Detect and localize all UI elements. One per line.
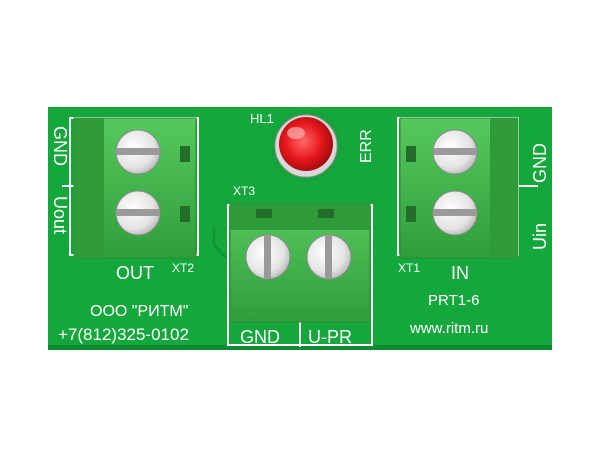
pcb-trace bbox=[212, 228, 228, 260]
terminal-block-in bbox=[399, 117, 519, 259]
phone-label: +7(812)325-0102 bbox=[58, 325, 189, 344]
out-label: OUT bbox=[116, 263, 154, 283]
screw-in-1[interactable] bbox=[432, 129, 478, 175]
screw-out-1[interactable] bbox=[115, 129, 161, 175]
website-label: www.ritm.ru bbox=[409, 320, 488, 337]
terminal-block-out bbox=[73, 117, 197, 259]
led-ref-label: HL1 bbox=[250, 111, 274, 126]
company-label: ООО "РИТМ" bbox=[90, 303, 188, 320]
in-label: IN bbox=[451, 263, 469, 283]
out-gnd-label: GND bbox=[50, 126, 70, 166]
model-label: PRT1-6 bbox=[428, 292, 479, 309]
led-err bbox=[270, 110, 342, 182]
xt3-ref-label: XT3 bbox=[233, 184, 255, 198]
xt1-ref-label: XT1 bbox=[398, 261, 420, 275]
out-uout-label: Uout bbox=[50, 196, 70, 234]
xt2-ref-label: XT2 bbox=[172, 261, 194, 275]
pr-upr-label: U-PR bbox=[308, 327, 352, 347]
in-gnd-label: GND bbox=[530, 143, 550, 183]
led-err-label: ERR bbox=[358, 129, 375, 163]
screw-pr-2[interactable] bbox=[306, 234, 352, 280]
terminal-block-pr bbox=[229, 203, 371, 323]
pr-gnd-label: GND bbox=[240, 327, 280, 347]
screw-pr-1[interactable] bbox=[245, 234, 291, 280]
screw-in-2[interactable] bbox=[432, 190, 478, 236]
in-uin-label: Uin bbox=[530, 223, 550, 250]
screw-out-2[interactable] bbox=[115, 190, 161, 236]
pcb-edge bbox=[48, 345, 552, 350]
